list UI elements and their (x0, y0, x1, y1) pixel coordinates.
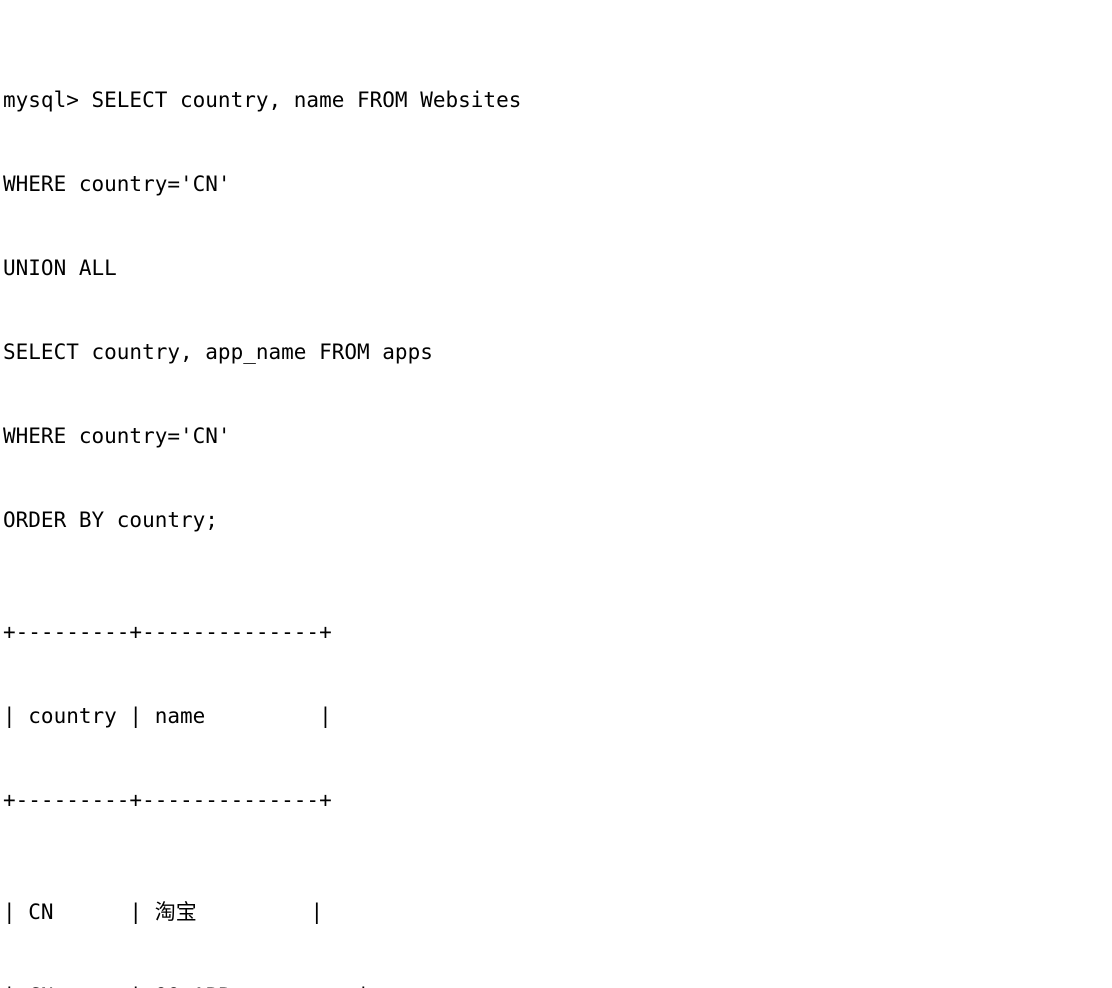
query-line-4: SELECT country, app_name FROM apps (3, 340, 433, 364)
table-mid-rule: +---------+--------------+ (3, 788, 332, 812)
query-line-1: mysql> SELECT country, name FROM Website… (3, 88, 522, 112)
query-line-3: UNION ALL (3, 256, 117, 280)
terminal-output: mysql> SELECT country, name FROM Website… (3, 88, 522, 988)
table-header-row: | country | name | (3, 704, 332, 728)
table-top-rule: +---------+--------------+ (3, 620, 332, 644)
query-line-2: WHERE country='CN' (3, 172, 231, 196)
table-row: | CN | 淘宝 | (3, 900, 324, 924)
query-line-5: WHERE country='CN' (3, 424, 231, 448)
table-row: | CN | QQ APP | (3, 982, 1112, 988)
query-line-6: ORDER BY country; (3, 508, 218, 532)
